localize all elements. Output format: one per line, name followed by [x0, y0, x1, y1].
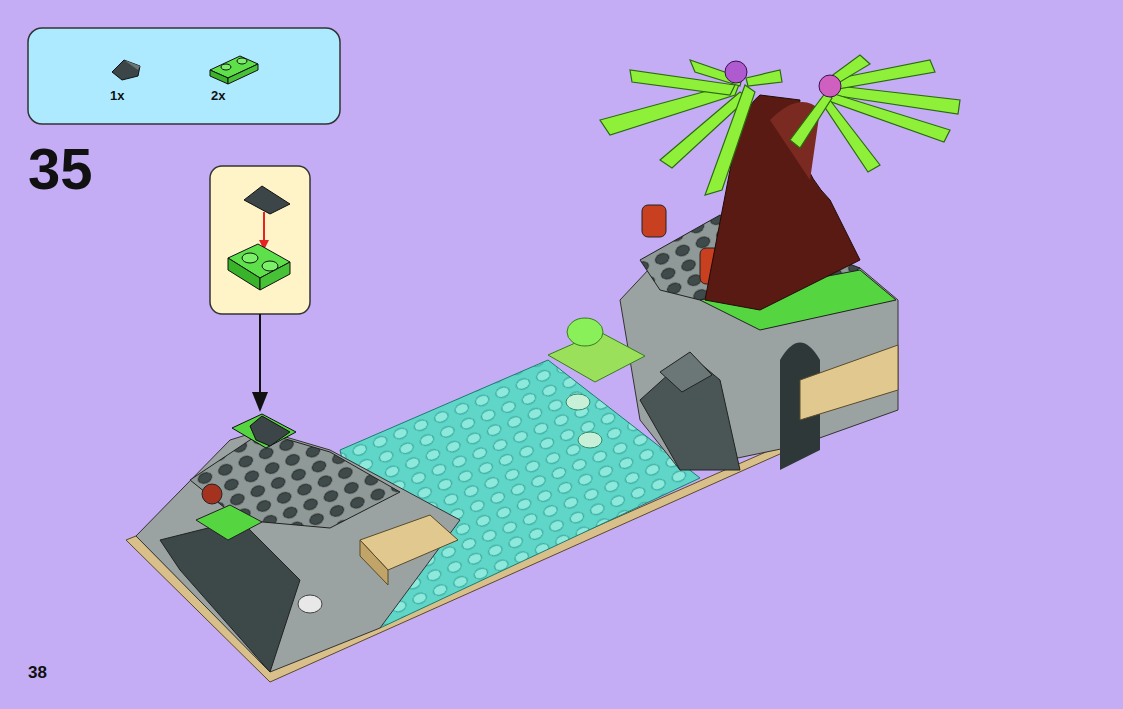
page-number: 38 [28, 664, 47, 681]
arrow-head [252, 392, 268, 412]
quantity-label: 1x [110, 88, 124, 103]
parts-list-box: 1x 2x [28, 28, 340, 124]
plate-part [210, 56, 258, 84]
lego-model [126, 55, 960, 682]
slope-part [112, 60, 140, 80]
callout-box [210, 166, 310, 314]
step-number: 35 [28, 140, 93, 198]
leader-arrow [259, 314, 261, 396]
parts-box [28, 28, 340, 124]
quantity-label: 2x [211, 88, 225, 103]
callout-parts [228, 186, 290, 290]
